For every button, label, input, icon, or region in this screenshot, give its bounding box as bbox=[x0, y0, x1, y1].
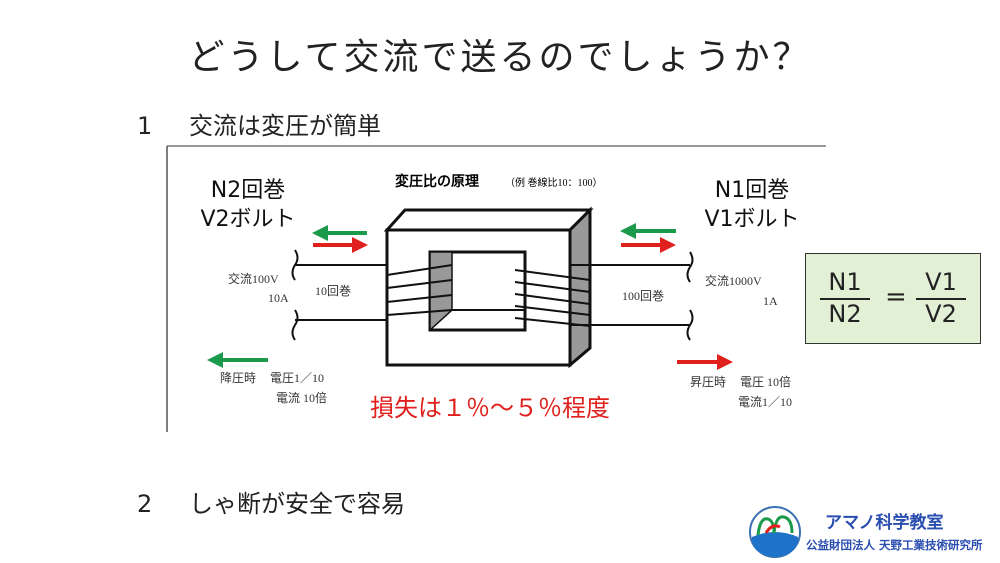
right-current: 1A bbox=[763, 294, 778, 308]
numerator: N1 bbox=[820, 268, 870, 300]
slide-title: どうして交流で送るのでしょうか？ bbox=[188, 37, 812, 78]
point-2: 2 しゃ断が安全で容易 bbox=[137, 484, 405, 519]
step-down-label: 降圧時 bbox=[220, 371, 256, 385]
numerator: V1 bbox=[916, 268, 966, 300]
step-down-voltage: 電圧1／10 bbox=[270, 371, 324, 385]
logo-title: アマノ科学教室 bbox=[825, 513, 944, 533]
left-ac: 交流100V bbox=[228, 271, 279, 286]
right-volts: V1ボルト bbox=[704, 207, 799, 232]
left-coil: 10回巻 bbox=[315, 284, 351, 298]
windings bbox=[291, 249, 694, 341]
step-down-current: 電流 10倍 bbox=[276, 390, 327, 405]
step-up-current: 電流1／10 bbox=[738, 395, 792, 409]
point-text: 交流は変圧が簡単 bbox=[189, 112, 381, 140]
left-current: 10A bbox=[268, 291, 289, 305]
point-number: 2 bbox=[137, 490, 153, 518]
point-text: しゃ断が安全で容易 bbox=[189, 490, 405, 518]
loss-text: 損失は１％～５％程度 bbox=[370, 394, 610, 422]
denominator: N2 bbox=[828, 300, 862, 328]
point-number: 1 bbox=[137, 112, 153, 140]
step-up-label: 昇圧時 bbox=[690, 375, 726, 389]
logo-subtitle: 公益財団法人 天野工業技術研究所 bbox=[806, 538, 983, 552]
right-turns: N1回巻 bbox=[715, 178, 789, 203]
logo-icon bbox=[749, 506, 801, 558]
point-1: 1 交流は変圧が簡単 bbox=[137, 106, 381, 141]
left-turns: N2回巻 bbox=[211, 178, 285, 203]
diagram-heading: 変圧比の原理 bbox=[395, 173, 479, 190]
denominator: V2 bbox=[925, 300, 957, 328]
right-ac: 交流1000V bbox=[705, 273, 762, 288]
left-volts: V2ボルト bbox=[200, 207, 295, 232]
equals-sign: = bbox=[885, 282, 907, 312]
diagram-heading-note: （例 巻線比10：100） bbox=[505, 176, 603, 189]
transformer-core bbox=[383, 206, 594, 369]
transformer-diagram: 変圧比の原理 （例 巻線比10：100） N2回巻 V2ボルト N1回巻 V1ボ… bbox=[166, 145, 826, 432]
step-up-voltage: 電圧 10倍 bbox=[740, 374, 791, 389]
right-coil: 100回巻 bbox=[622, 289, 664, 303]
